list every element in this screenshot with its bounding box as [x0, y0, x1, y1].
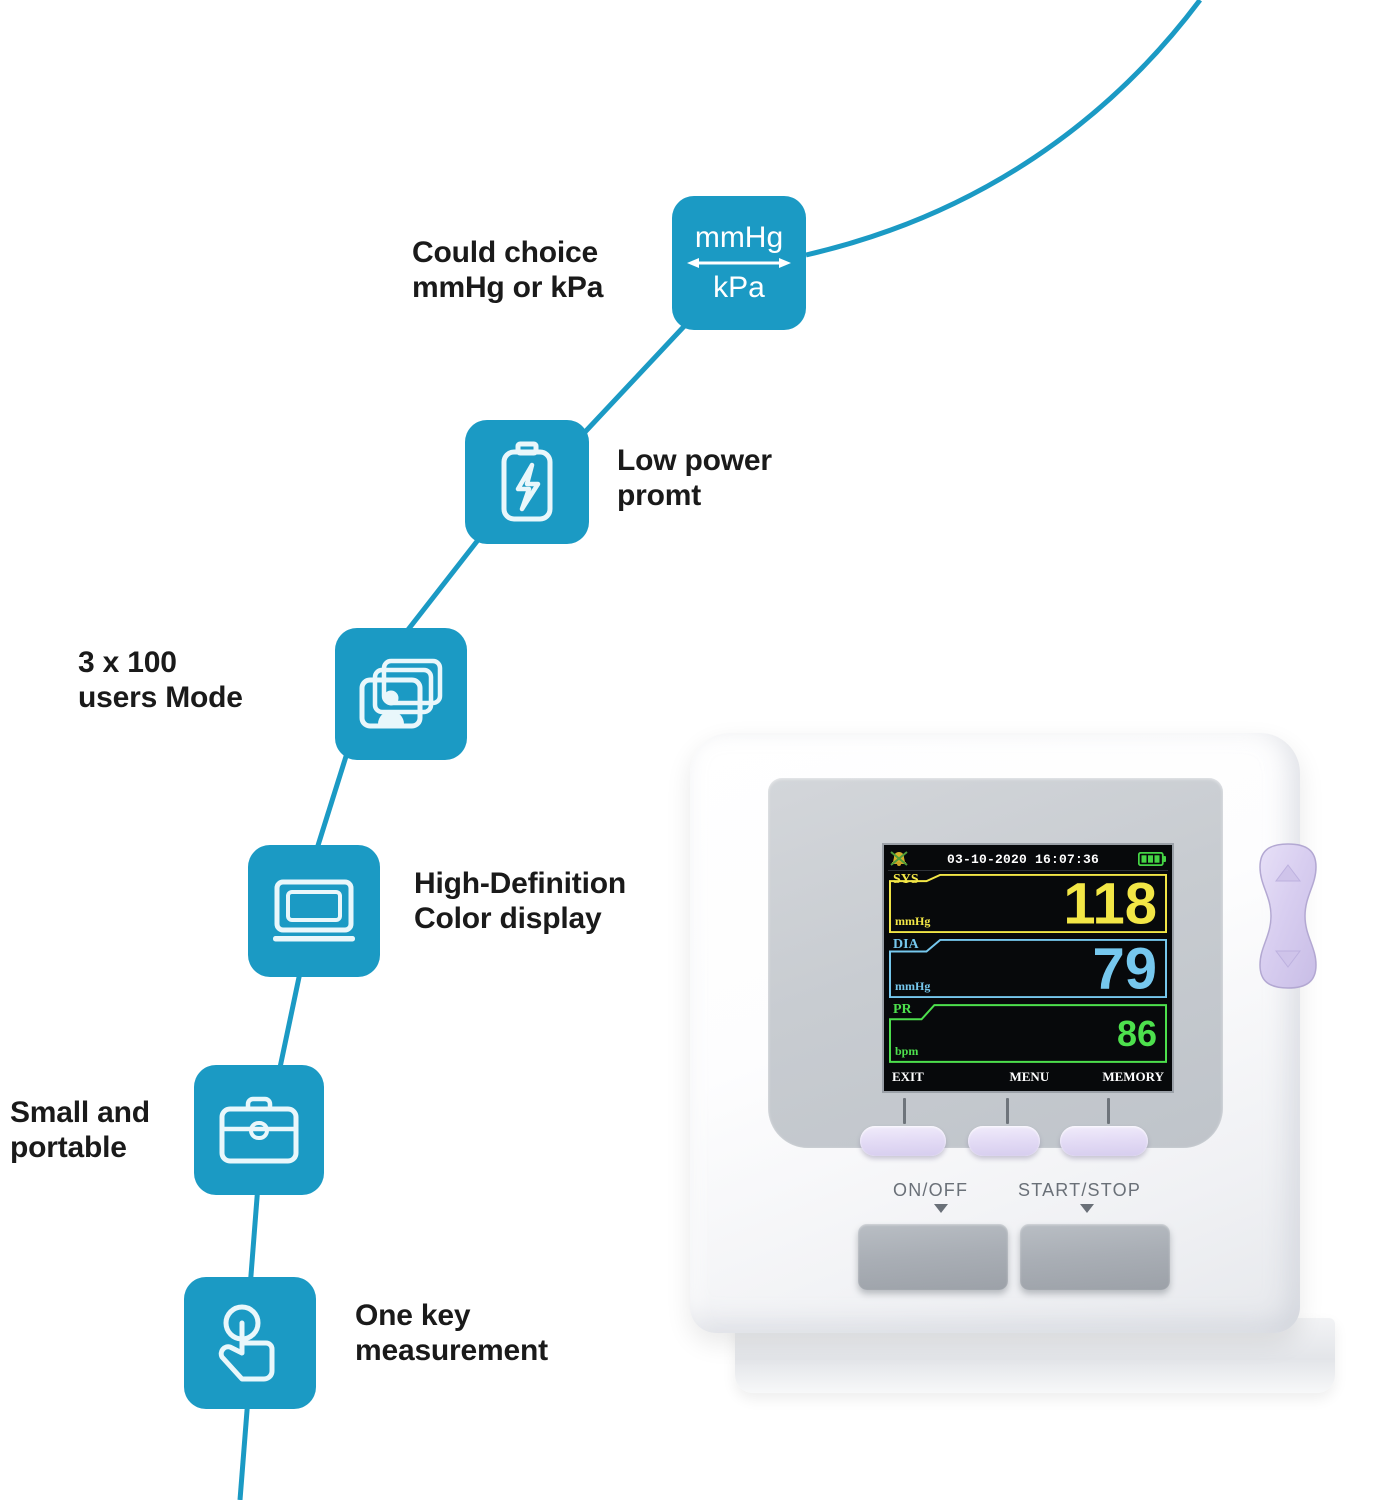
reading-tag-sys: SYS [893, 872, 919, 887]
briefcase-icon [194, 1065, 324, 1195]
softkey-label-exit[interactable]: EXIT [892, 1069, 924, 1084]
softkey-button-menu[interactable] [968, 1126, 1040, 1156]
reading-frame-pr [889, 1004, 1167, 1063]
softkey-stem-exit [903, 1098, 906, 1124]
mmhg-kpa-switch-icon: mmHg kPa [672, 196, 806, 330]
monitor-icon [248, 845, 380, 977]
device-front-panel: 03-10-2020 16:07:36 [768, 778, 1223, 1213]
reading-pr: PR bpm 86 [889, 1002, 1167, 1063]
connector-briefcase-to-hand [247, 1184, 261, 1289]
connector-bottom [237, 1397, 251, 1500]
lcd-datetime: 03-10-2020 16:07:36 [946, 851, 1100, 867]
battery-bolt-icon [465, 420, 589, 544]
triangle-down-icon [1275, 950, 1301, 968]
reading-sys: SYS mmHg 118 [889, 870, 1167, 936]
unit-top-label: mmHg [694, 221, 784, 254]
softkey-label-memory[interactable]: MEMORY [1102, 1069, 1164, 1084]
alarm-off-icon [890, 851, 908, 866]
start-stop-button[interactable] [1020, 1224, 1170, 1290]
reading-tag-pr: PR [893, 1002, 912, 1017]
lcd-status-bar: 03-10-2020 16:07:36 [888, 848, 1168, 871]
softkey-button-memory[interactable] [1060, 1126, 1148, 1156]
reading-unit-pr: bpm [895, 1044, 919, 1058]
lcd-softkey-bar: EXIT MENU MEMORY [888, 1066, 1168, 1089]
reading-frame-dia [889, 939, 1167, 998]
softkey-button-exit[interactable] [860, 1126, 946, 1156]
softkey-stem-menu [1006, 1098, 1009, 1124]
feature-label-portable: Small and portable [10, 1096, 150, 1165]
feature-label-unit-switch: Could choice mmHg or kPa [412, 236, 604, 305]
on-off-pointer-icon [934, 1204, 948, 1213]
user-cards-icon [335, 628, 467, 760]
reading-tag-dia: DIA [893, 937, 919, 952]
reading-value-dia: 79 [1092, 935, 1157, 1001]
reading-value-pr: 86 [1116, 1012, 1157, 1054]
reading-dia: DIA mmHg 79 [889, 935, 1167, 1001]
feature-label-low-power: Low power promt [617, 444, 772, 513]
softkey-label-menu[interactable]: MENU [1009, 1069, 1050, 1084]
unit-bottom-label: kPa [713, 271, 765, 304]
feature-label-users-mode: 3 x 100 users Mode [78, 646, 243, 715]
battery-full-icon [1138, 852, 1166, 866]
reading-value-sys: 118 [1063, 870, 1157, 936]
reading-unit-sys: mmHg [895, 914, 931, 928]
up-down-rocker-button[interactable] [1255, 841, 1321, 991]
double-arrow-icon [687, 258, 791, 268]
reading-frame-sys [889, 874, 1167, 933]
lcd-screen: 03-10-2020 16:07:36 [884, 845, 1172, 1091]
connector-users-to-display [312, 749, 351, 856]
triangle-up-icon [1275, 864, 1301, 882]
feature-label-color-display: High-Definition Color display [414, 867, 626, 936]
on-off-button[interactable] [858, 1224, 1008, 1290]
feature-label-one-key: One key measurement [355, 1299, 548, 1368]
tap-hand-icon [184, 1277, 316, 1409]
connector-battery-to-users [398, 538, 480, 642]
reading-unit-dia: mmHg [895, 979, 931, 993]
face-label-start-stop: START/STOP [1018, 1180, 1142, 1200]
connector-display-to-briefcase [275, 962, 305, 1078]
face-label-on-off: ON/OFF [893, 1180, 969, 1200]
start-stop-pointer-icon [1080, 1204, 1094, 1213]
connector-unit-to-battery [583, 318, 692, 434]
connector-top-curve [805, 0, 1202, 258]
softkey-stem-memory [1107, 1098, 1110, 1124]
lcd-bezel: 03-10-2020 16:07:36 [882, 843, 1174, 1093]
